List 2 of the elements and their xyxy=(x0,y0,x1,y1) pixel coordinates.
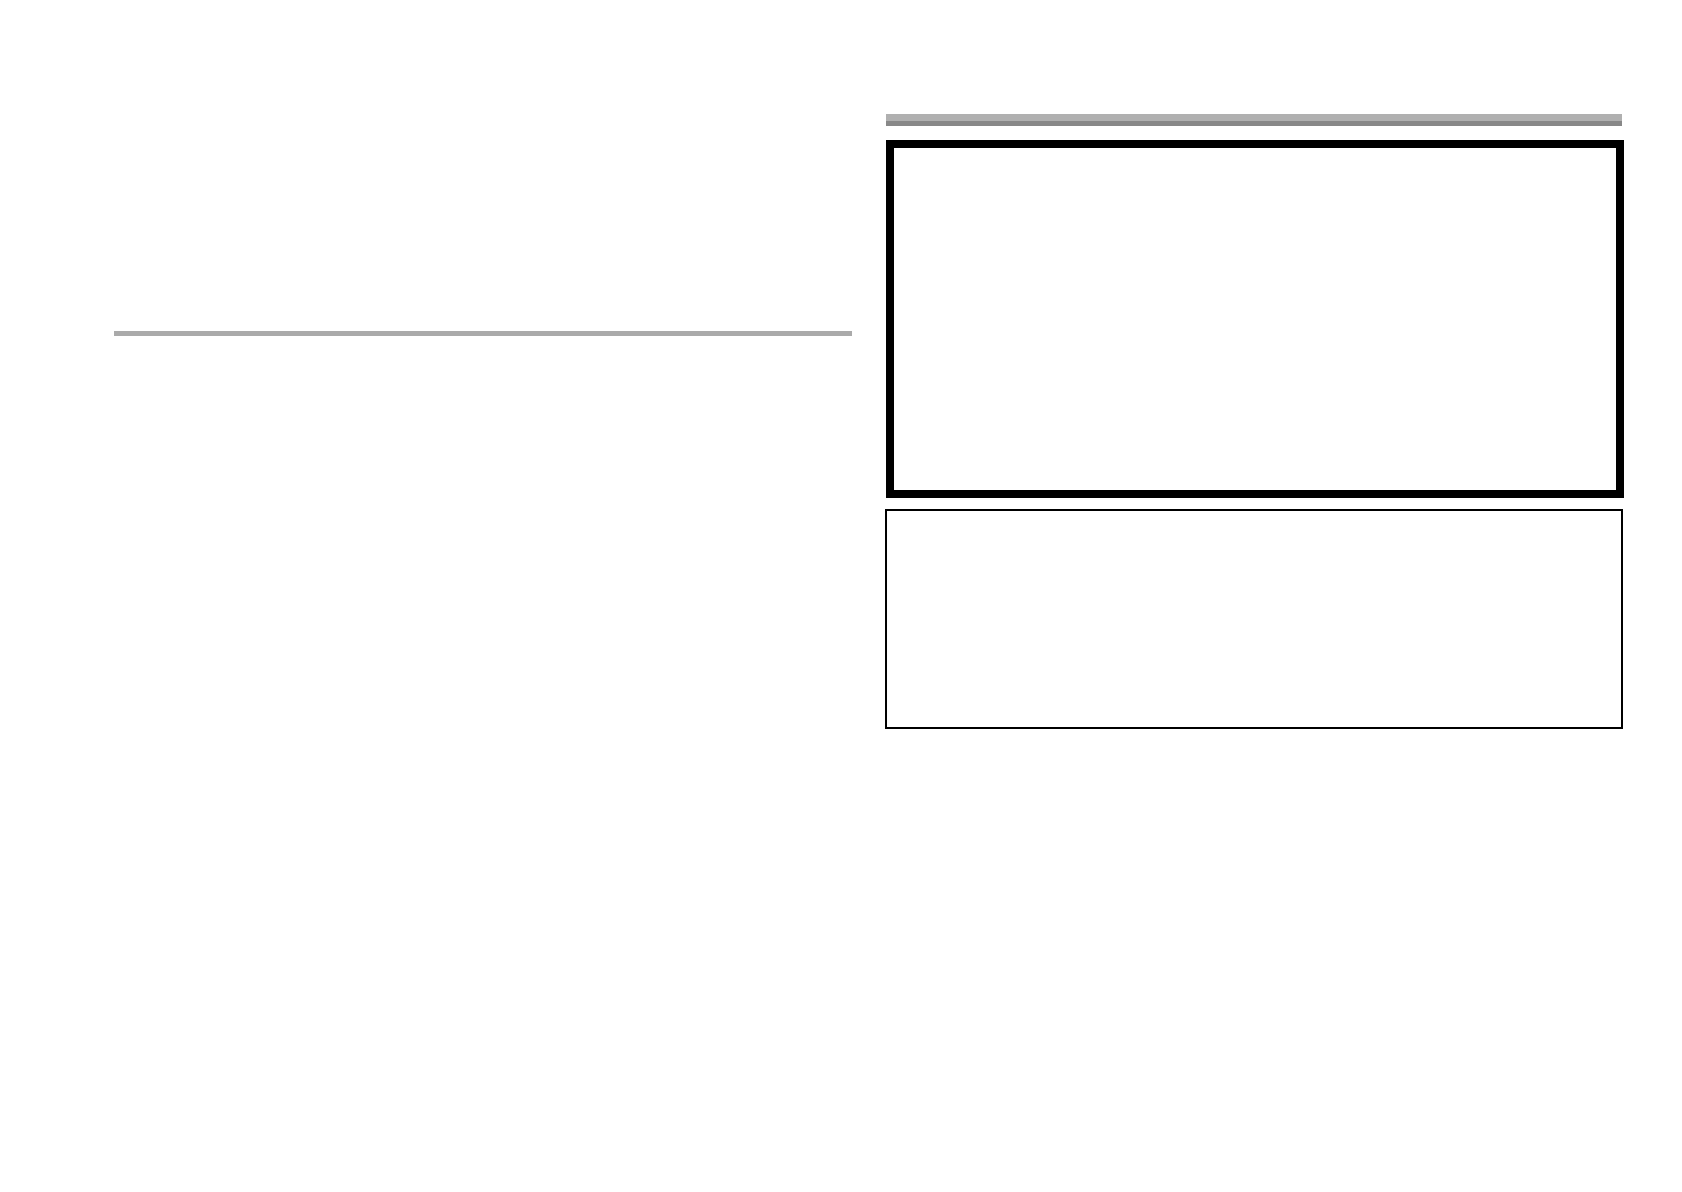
box xyxy=(885,508,1623,729)
frame-box xyxy=(886,140,1624,498)
